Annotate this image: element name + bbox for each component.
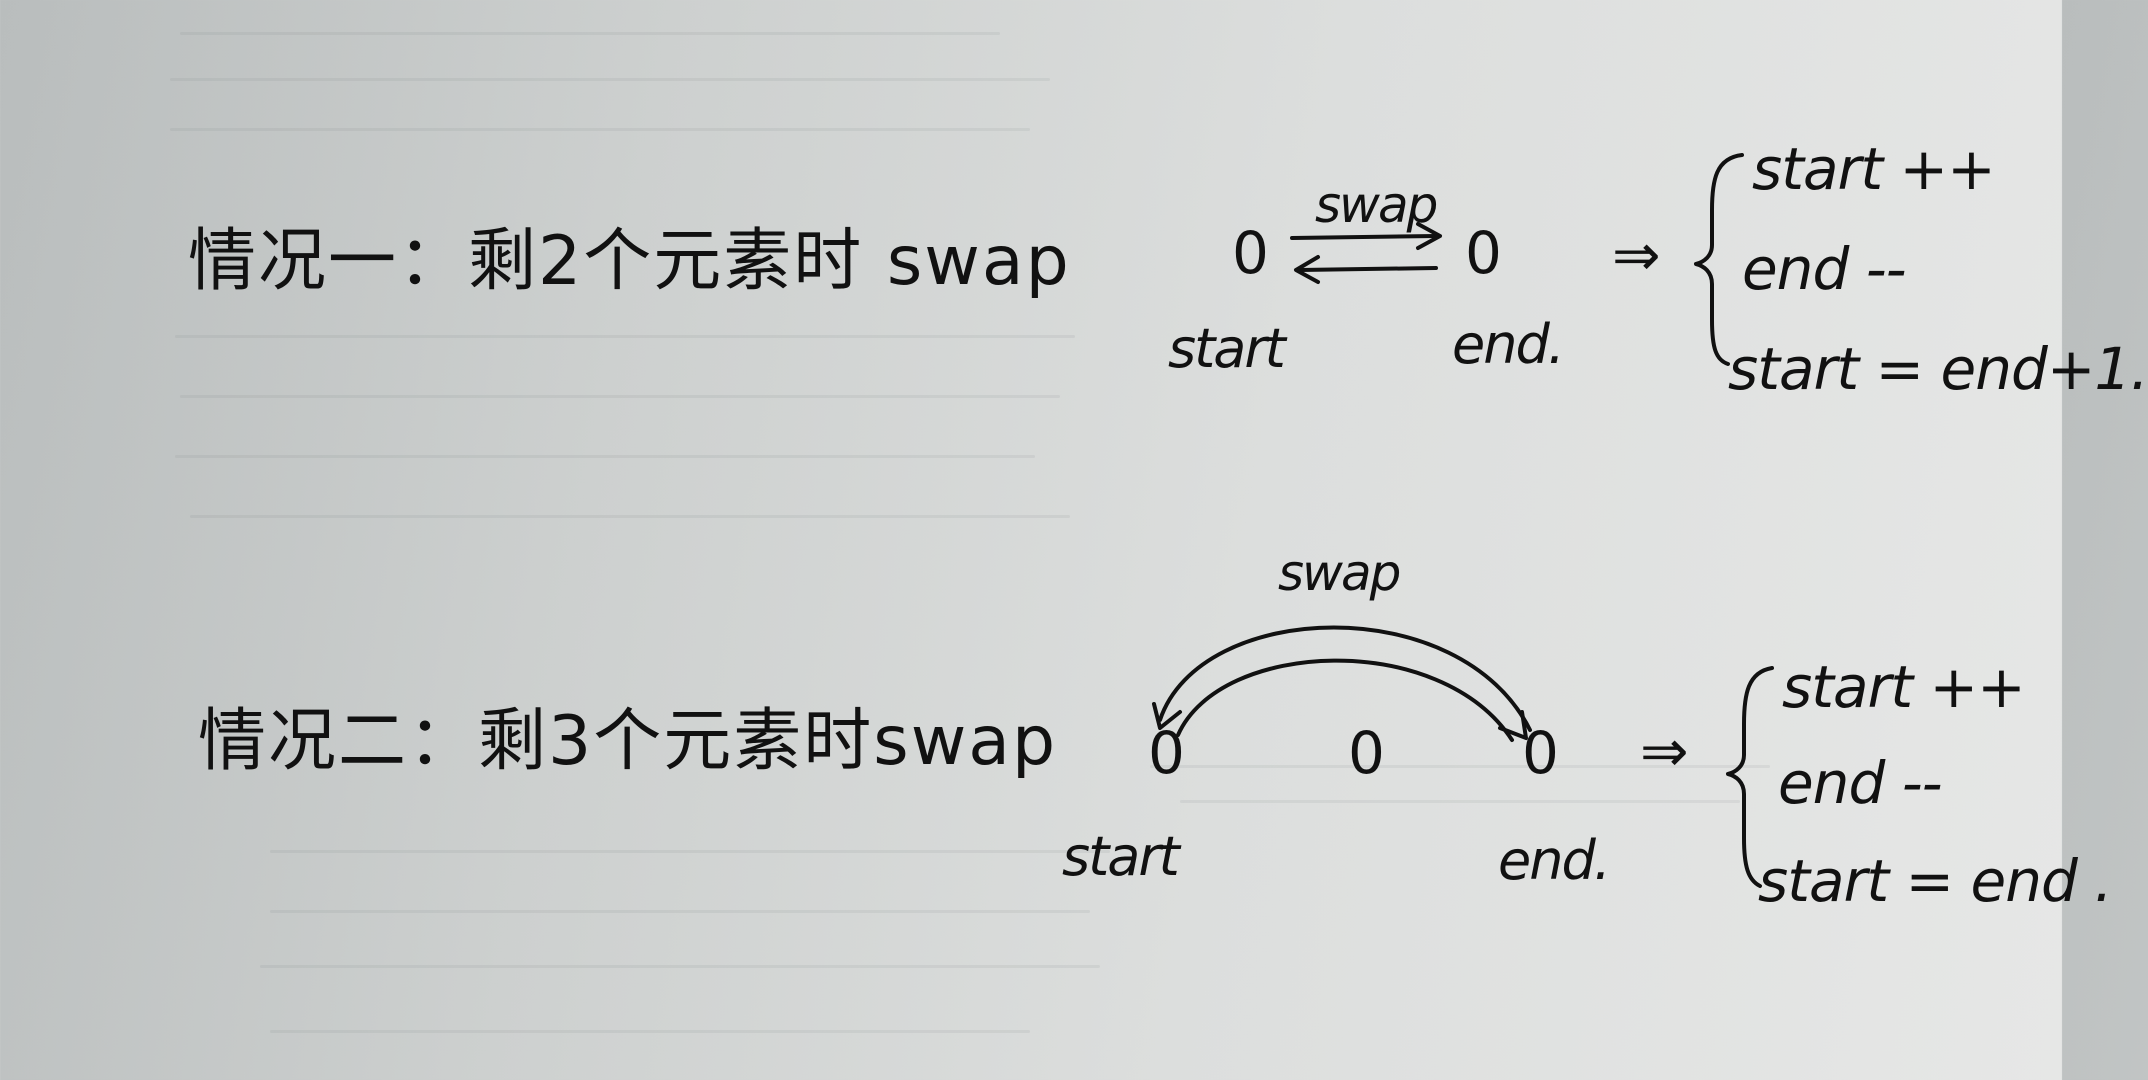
case2-result-start-equals: start = end . [1758,847,2113,915]
case1-swap-arrow-right [1290,222,1442,250]
case1-end-label: end. [1452,313,1565,376]
case1-brace [1694,153,1744,366]
case2-right-node: 0 [1522,719,1559,787]
case2-middle-node: 0 [1348,719,1385,787]
case2-swap-arc-arrow [1152,625,1532,742]
case2-end-label: end. [1498,829,1611,892]
case2-start-label: start [1062,825,1180,888]
case1-result-start-increment: start ++ [1752,135,1996,203]
case1-implies-arrow: ⇒ [1612,221,1661,289]
case1-left-node: 0 [1232,219,1269,287]
case1-swap-label: swap [1315,176,1438,234]
diagram-strokes [1152,153,1774,888]
case1-result-end-decrement: end -- [1742,235,1907,303]
case1-swap-arrow-left [1294,255,1438,284]
case2-title: 情况二：剩3个元素时swap [198,702,1058,781]
case2-result-start-increment: start ++ [1782,653,2026,721]
case1-result-start-equals: start = end+1. [1728,335,2148,403]
case2-swap-label: swap [1278,544,1401,602]
case2-result-end-decrement: end -- [1778,749,1943,817]
case1-title: 情况一：剩2个元素时 swap [188,222,1071,301]
case1-right-node: 0 [1465,219,1502,287]
case2-brace [1726,666,1774,888]
case2-implies-arrow: ⇒ [1640,717,1689,785]
case1-start-label: start [1168,317,1286,380]
